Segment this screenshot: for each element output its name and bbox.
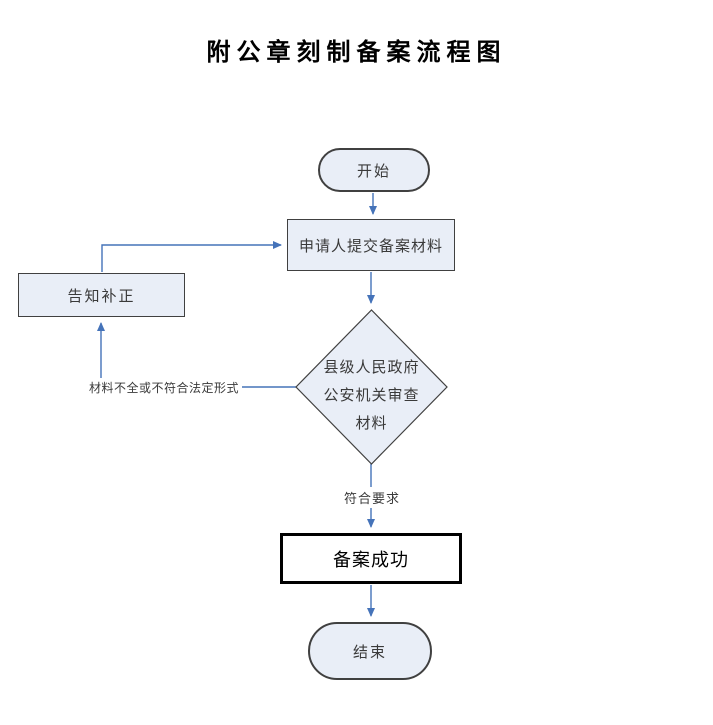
edge-label-accept: 符合要求: [340, 487, 404, 508]
node-start-label: 开始: [356, 161, 391, 180]
node-notify-correction: 告知补正: [18, 273, 185, 317]
node-review-decision: 县级人民政府 公安机关审查 材料: [296, 353, 447, 437]
review-line-2: 公安机关审查: [323, 386, 420, 404]
edge-notify-to-submit-arrow: [101, 241, 282, 272]
page-title: 附公章刻制备案流程图: [206, 38, 507, 66]
node-submit-label: 申请人提交备案材料: [298, 236, 443, 255]
review-line-1: 县级人民政府: [323, 358, 420, 376]
node-submit-materials: 申请人提交备案材料: [287, 219, 455, 271]
node-filing-success: 备案成功: [280, 533, 462, 584]
node-end: 结束: [308, 622, 432, 680]
decision-diamond-shape: [295, 309, 448, 465]
edge-label-reject: 材料不全或不符合法定形式: [86, 378, 243, 397]
node-success-label: 备案成功: [333, 549, 409, 571]
node-notify-label: 告知补正: [67, 286, 136, 305]
node-end-label: 结束: [352, 642, 387, 661]
node-start: 开始: [318, 148, 430, 192]
review-line-3: 材料: [355, 414, 388, 432]
